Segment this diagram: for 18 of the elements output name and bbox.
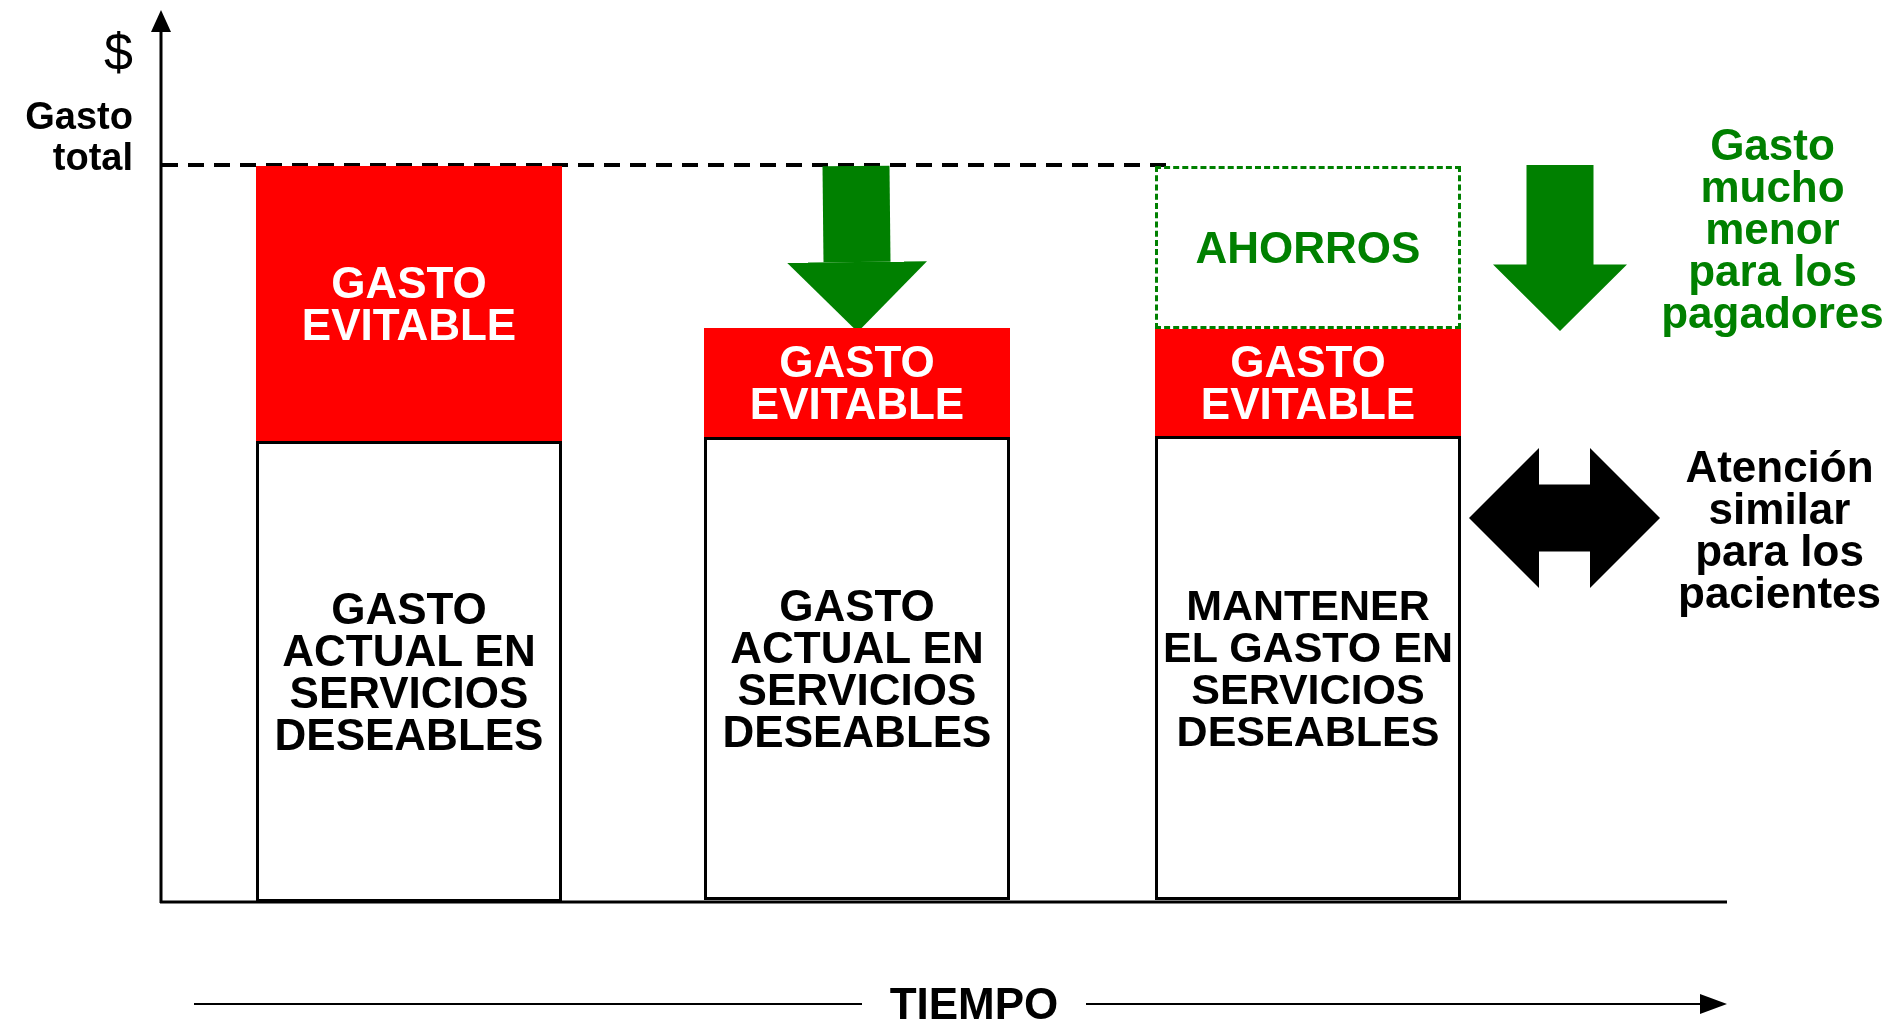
savings-label: AHORROS bbox=[1195, 226, 1421, 269]
axis-label: Gasto total bbox=[24, 96, 133, 178]
avoidable-spending-block bbox=[1155, 329, 1461, 436]
avoidable-spending-block bbox=[256, 166, 562, 441]
block-label: GASTO EVITABLE bbox=[1199, 340, 1417, 425]
block-label: GASTO ACTUAL EN SERVICIOS DESEABLES bbox=[273, 587, 545, 756]
block-label: GASTO EVITABLE bbox=[748, 340, 966, 425]
avoidable-spending-block bbox=[704, 328, 1010, 437]
block-label: GASTO ACTUAL EN SERVICIOS DESEABLES bbox=[721, 584, 993, 753]
currency-symbol: $ bbox=[104, 22, 133, 82]
block-label: MANTENER EL GASTO EN SERVICIOS DESEABLES bbox=[1162, 584, 1454, 752]
desirable-spending-block bbox=[704, 437, 1010, 900]
block-label: GASTO EVITABLE bbox=[300, 261, 518, 346]
down-arrow-shape bbox=[1493, 165, 1627, 331]
desirable-spending-block bbox=[256, 441, 562, 902]
desirable-spending-block bbox=[1155, 436, 1461, 900]
double-arrow bbox=[1469, 448, 1660, 588]
axis-label: TIEMPO bbox=[888, 980, 1060, 1026]
